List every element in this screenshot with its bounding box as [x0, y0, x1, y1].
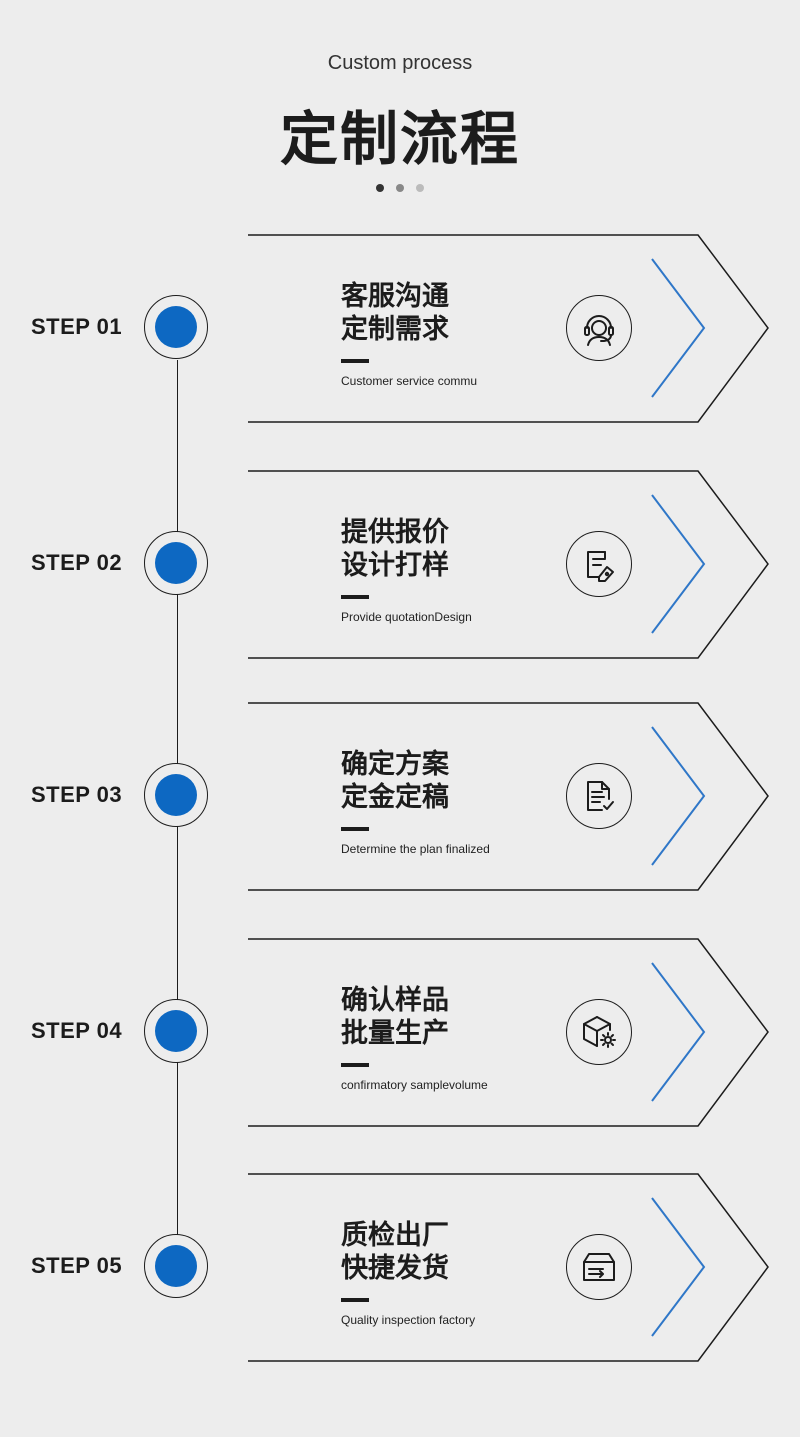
step-3: STEP 03 确定方案 定金定稿 Determine the plan fin… [0, 702, 800, 892]
dot-1 [376, 184, 384, 192]
arrow-frame [248, 234, 769, 423]
step-title: 提供报价 设计打样 [341, 517, 449, 581]
step-title: 确定方案 定金定稿 [341, 749, 449, 813]
document-check-icon [566, 763, 632, 829]
timeline-node [144, 1234, 208, 1298]
step-english: Determine the plan finalized [341, 842, 490, 856]
step-label: STEP 02 [31, 550, 123, 575]
quotation-design-icon [566, 531, 632, 597]
timeline-node [144, 531, 208, 595]
dot-2 [396, 184, 404, 192]
page-title: 定制流程 [279, 105, 520, 173]
step-title: 确认样品 批量生产 [341, 985, 449, 1049]
step-title: 客服沟通 定制需求 [341, 281, 449, 345]
customer-service-icon [566, 295, 632, 361]
timeline-node [144, 999, 208, 1063]
step-english: Customer service commu [341, 374, 478, 388]
title-underline [341, 1063, 369, 1067]
step-label: STEP 03 [31, 782, 123, 807]
package-shipping-icon [566, 1234, 632, 1300]
step-2: STEP 02 提供报价 设计打样 Provide quotationDesig… [0, 470, 800, 660]
step-english: confirmatory samplevolume [341, 1078, 488, 1092]
step-label: STEP 01 [31, 314, 123, 339]
step-english: Quality inspection factory [341, 1313, 476, 1327]
arrow-frame [248, 702, 769, 891]
arrow-frame [248, 470, 769, 659]
dot-3 [416, 184, 424, 192]
title-underline [341, 1298, 369, 1302]
arrow-frame [248, 1173, 769, 1362]
step-title: 质检出厂 快捷发货 [341, 1220, 449, 1284]
step-label: STEP 04 [31, 1018, 123, 1043]
page-subtitle: Custom process [327, 52, 473, 74]
title-underline [341, 827, 369, 831]
step-4: STEP 04 确认样品 批量生产 confirmatory samplevol… [0, 938, 800, 1128]
box-gear-icon [566, 999, 632, 1065]
title-underline [341, 595, 369, 599]
step-label: STEP 05 [31, 1253, 123, 1278]
timeline-node [144, 295, 208, 359]
title-underline [341, 359, 369, 363]
timeline-node [144, 763, 208, 827]
pagination-dots [376, 184, 424, 192]
step-1: STEP 01 客服沟通 定制需求 Customer service commu [0, 234, 800, 424]
step-5: STEP 05 质检出厂 快捷发货 Quality inspection fac… [0, 1173, 800, 1363]
arrow-frame [248, 938, 769, 1127]
step-english: Provide quotationDesign [341, 610, 472, 624]
